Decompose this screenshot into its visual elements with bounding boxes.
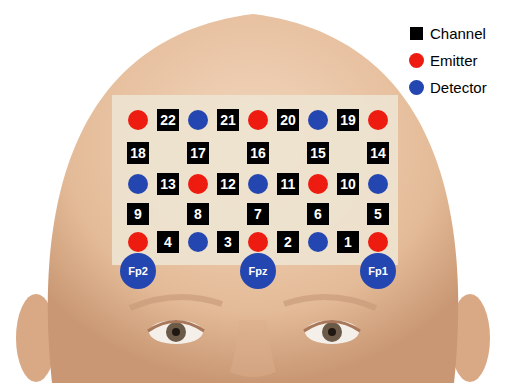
detector-dot <box>308 110 328 130</box>
channel-number: 2 <box>284 234 292 250</box>
nose-shade <box>230 320 276 377</box>
legend-swatch <box>410 27 423 40</box>
probe-patch <box>112 95 398 265</box>
electrode-label: Fpz <box>240 253 276 289</box>
channel-number: 11 <box>281 176 296 192</box>
channel-number: 6 <box>314 206 322 222</box>
channel-number: 5 <box>374 206 382 222</box>
electrode-fill <box>360 253 396 289</box>
channel-box: 1 <box>337 231 359 253</box>
emitter-dot <box>128 232 148 252</box>
channel-number: 1 <box>344 234 352 250</box>
channel-number: 18 <box>130 145 146 161</box>
legend-label: Detector <box>430 78 487 98</box>
channel-box: 13 <box>157 173 179 195</box>
channel-number: 19 <box>340 112 356 128</box>
channel-number: 9 <box>134 206 142 222</box>
emitter-dot <box>128 110 148 130</box>
channel-box: 5 <box>367 203 389 225</box>
brow-shade <box>284 297 376 308</box>
channel-number: 16 <box>250 145 266 161</box>
channel-box: 9 <box>127 203 149 225</box>
channel-box: 19 <box>337 109 359 131</box>
channel-number: 10 <box>340 176 356 192</box>
channel-box: 12 <box>217 173 239 195</box>
channel-box: 11 <box>277 173 299 195</box>
pupil <box>172 328 180 336</box>
channel-box: 2 <box>277 231 299 253</box>
channel-box: 17 <box>187 142 209 164</box>
detector-dot <box>248 174 268 194</box>
detector-dot <box>128 174 148 194</box>
channel-number: 7 <box>254 206 262 222</box>
channel-box: 7 <box>247 203 269 225</box>
channel-box: 3 <box>217 231 239 253</box>
electrode-fill <box>240 253 276 289</box>
emitter-dot <box>248 232 268 252</box>
legend-swatch <box>409 53 424 68</box>
electrode-label: Fp2 <box>120 253 156 289</box>
channel-number: 15 <box>310 145 326 161</box>
electrode-position: Fp1 <box>360 253 396 289</box>
channel-number: 3 <box>224 234 232 250</box>
channel-box: 15 <box>307 142 329 164</box>
channel-box: 16 <box>247 142 269 164</box>
channel-box: 6 <box>307 203 329 225</box>
optodes <box>128 110 388 252</box>
detector-dot <box>368 174 388 194</box>
emitter-dot <box>308 174 328 194</box>
channel-number: 12 <box>220 176 236 192</box>
channel-number: 22 <box>160 112 176 128</box>
channel-number: 4 <box>164 234 172 250</box>
channel-box: 18 <box>127 142 149 164</box>
eye-white <box>305 320 359 344</box>
electrode-position: Fp2 <box>120 253 156 289</box>
legend-swatch <box>409 80 424 95</box>
pupil <box>328 328 336 336</box>
detector-dot <box>188 232 208 252</box>
legend-label: Channel <box>430 24 486 44</box>
head-shape <box>48 14 458 383</box>
eyelid <box>304 322 360 332</box>
channel-number: 14 <box>370 145 386 161</box>
channel-box: 21 <box>217 109 239 131</box>
emitter-dot <box>368 232 388 252</box>
channel-box: 10 <box>337 173 359 195</box>
emitter-dot <box>188 174 208 194</box>
channel-number: 20 <box>280 112 296 128</box>
legend-label: Emitter <box>430 51 478 71</box>
emitter-dot <box>248 110 268 130</box>
channel-number: 21 <box>220 112 236 128</box>
eye-white <box>149 320 203 344</box>
electrode-label: Fp1 <box>360 253 396 289</box>
channel-box: 22 <box>157 109 179 131</box>
channel-number: 17 <box>190 145 206 161</box>
electrode-fill <box>120 253 156 289</box>
iris <box>322 322 342 342</box>
eyelid <box>148 322 204 332</box>
brow-shade <box>130 297 222 308</box>
channel-number: 13 <box>160 176 176 192</box>
detector-dot <box>308 232 328 252</box>
channel-box: 4 <box>157 231 179 253</box>
channel-box: 14 <box>367 142 389 164</box>
iris <box>166 322 186 342</box>
emitter-dot <box>368 110 388 130</box>
channel-box: 20 <box>277 109 299 131</box>
channel-box: 8 <box>187 203 209 225</box>
detector-dot <box>188 110 208 130</box>
channel-number: 8 <box>194 206 202 222</box>
electrode-position: Fpz <box>240 253 276 289</box>
